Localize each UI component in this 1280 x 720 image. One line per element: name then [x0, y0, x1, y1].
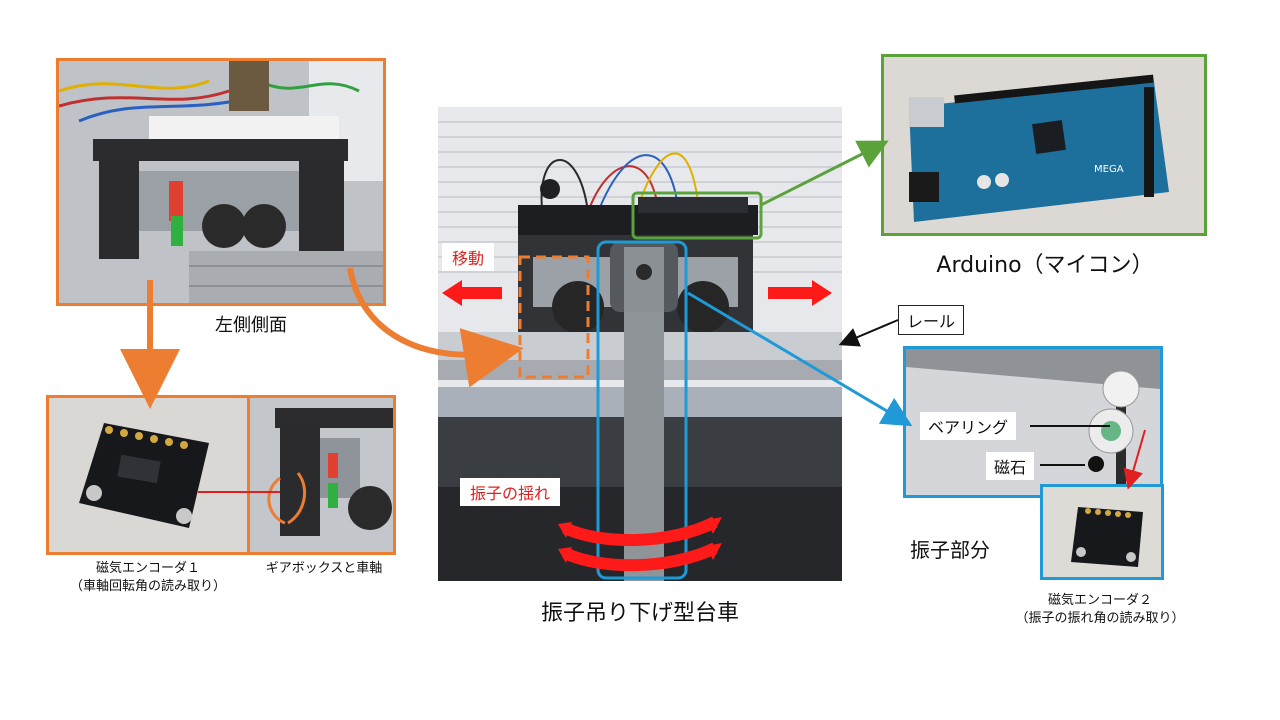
encoder2-caption-line1: 磁気エンコーダ２	[1047, 593, 1152, 608]
magnet-label: 磁石	[986, 452, 1035, 480]
rail-arrow	[838, 319, 899, 347]
bearing-label: ベアリング	[920, 412, 1017, 440]
encoder1-caption-line2: （車軸回転角の読み取り）	[69, 579, 226, 594]
encoder2-photo	[1040, 484, 1164, 580]
cart-photo	[438, 107, 842, 581]
gearbox-caption: ギアボックスと車軸	[265, 561, 383, 576]
cart-caption: 振子吊り下げ型台車	[540, 601, 739, 626]
svg-text:MEGA: MEGA	[1094, 164, 1124, 175]
encoder2-caption: 磁気エンコーダ２ （振子の振れ角の読み取り）	[990, 592, 1210, 628]
arduino-caption: Arduino（マイコン）	[936, 253, 1154, 278]
encoder2-caption-line2: （振子の振れ角の読み取り）	[1015, 611, 1185, 626]
left-side-caption: 左側側面	[215, 315, 287, 336]
move-label: 移動	[442, 243, 495, 271]
pendulum-caption: 振子部分	[910, 538, 990, 562]
swing-label: 振子の揺れ	[460, 478, 561, 506]
left-side-photo	[56, 58, 386, 306]
encoder1-caption: 磁気エンコーダ１ （車軸回転角の読み取り）	[48, 560, 248, 596]
arduino-photo: MEGA	[881, 54, 1207, 236]
rail-label: レール	[898, 305, 965, 335]
gearbox-photo	[247, 395, 396, 555]
encoder1-caption-line1: 磁気エンコーダ１	[95, 561, 200, 576]
encoder1-photo	[46, 395, 250, 555]
